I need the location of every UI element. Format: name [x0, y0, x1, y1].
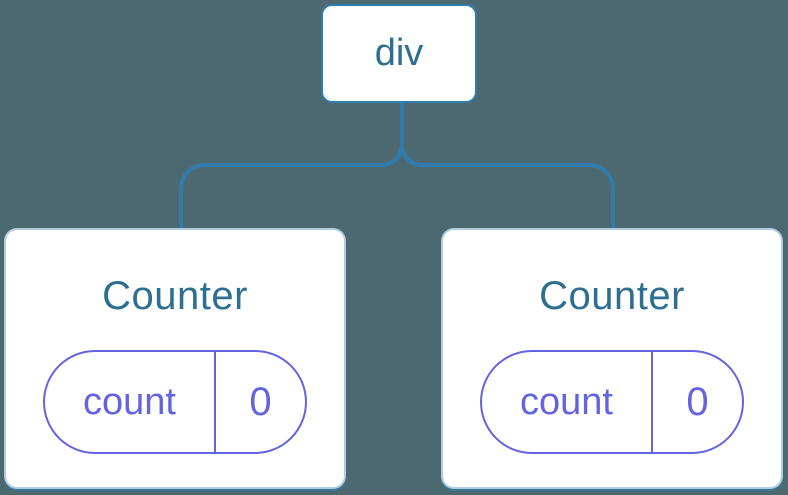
state-pill: count 0	[43, 350, 307, 454]
component-node-counter-left: Counter count 0	[4, 228, 346, 489]
component-title: Counter	[102, 274, 248, 318]
component-node-counter-right: Counter count 0	[441, 228, 783, 489]
component-title: Counter	[539, 274, 685, 318]
connector-branch-right	[400, 101, 615, 230]
connector-branch-left	[179, 101, 404, 230]
state-key-cell: count	[45, 352, 216, 452]
root-node-div: div	[321, 4, 477, 103]
state-value-cell: 0	[686, 379, 709, 424]
state-value-cell: 0	[249, 379, 272, 424]
state-pill: count 0	[480, 350, 744, 454]
state-key-cell: count	[482, 352, 653, 452]
root-node-label: div	[374, 32, 424, 74]
